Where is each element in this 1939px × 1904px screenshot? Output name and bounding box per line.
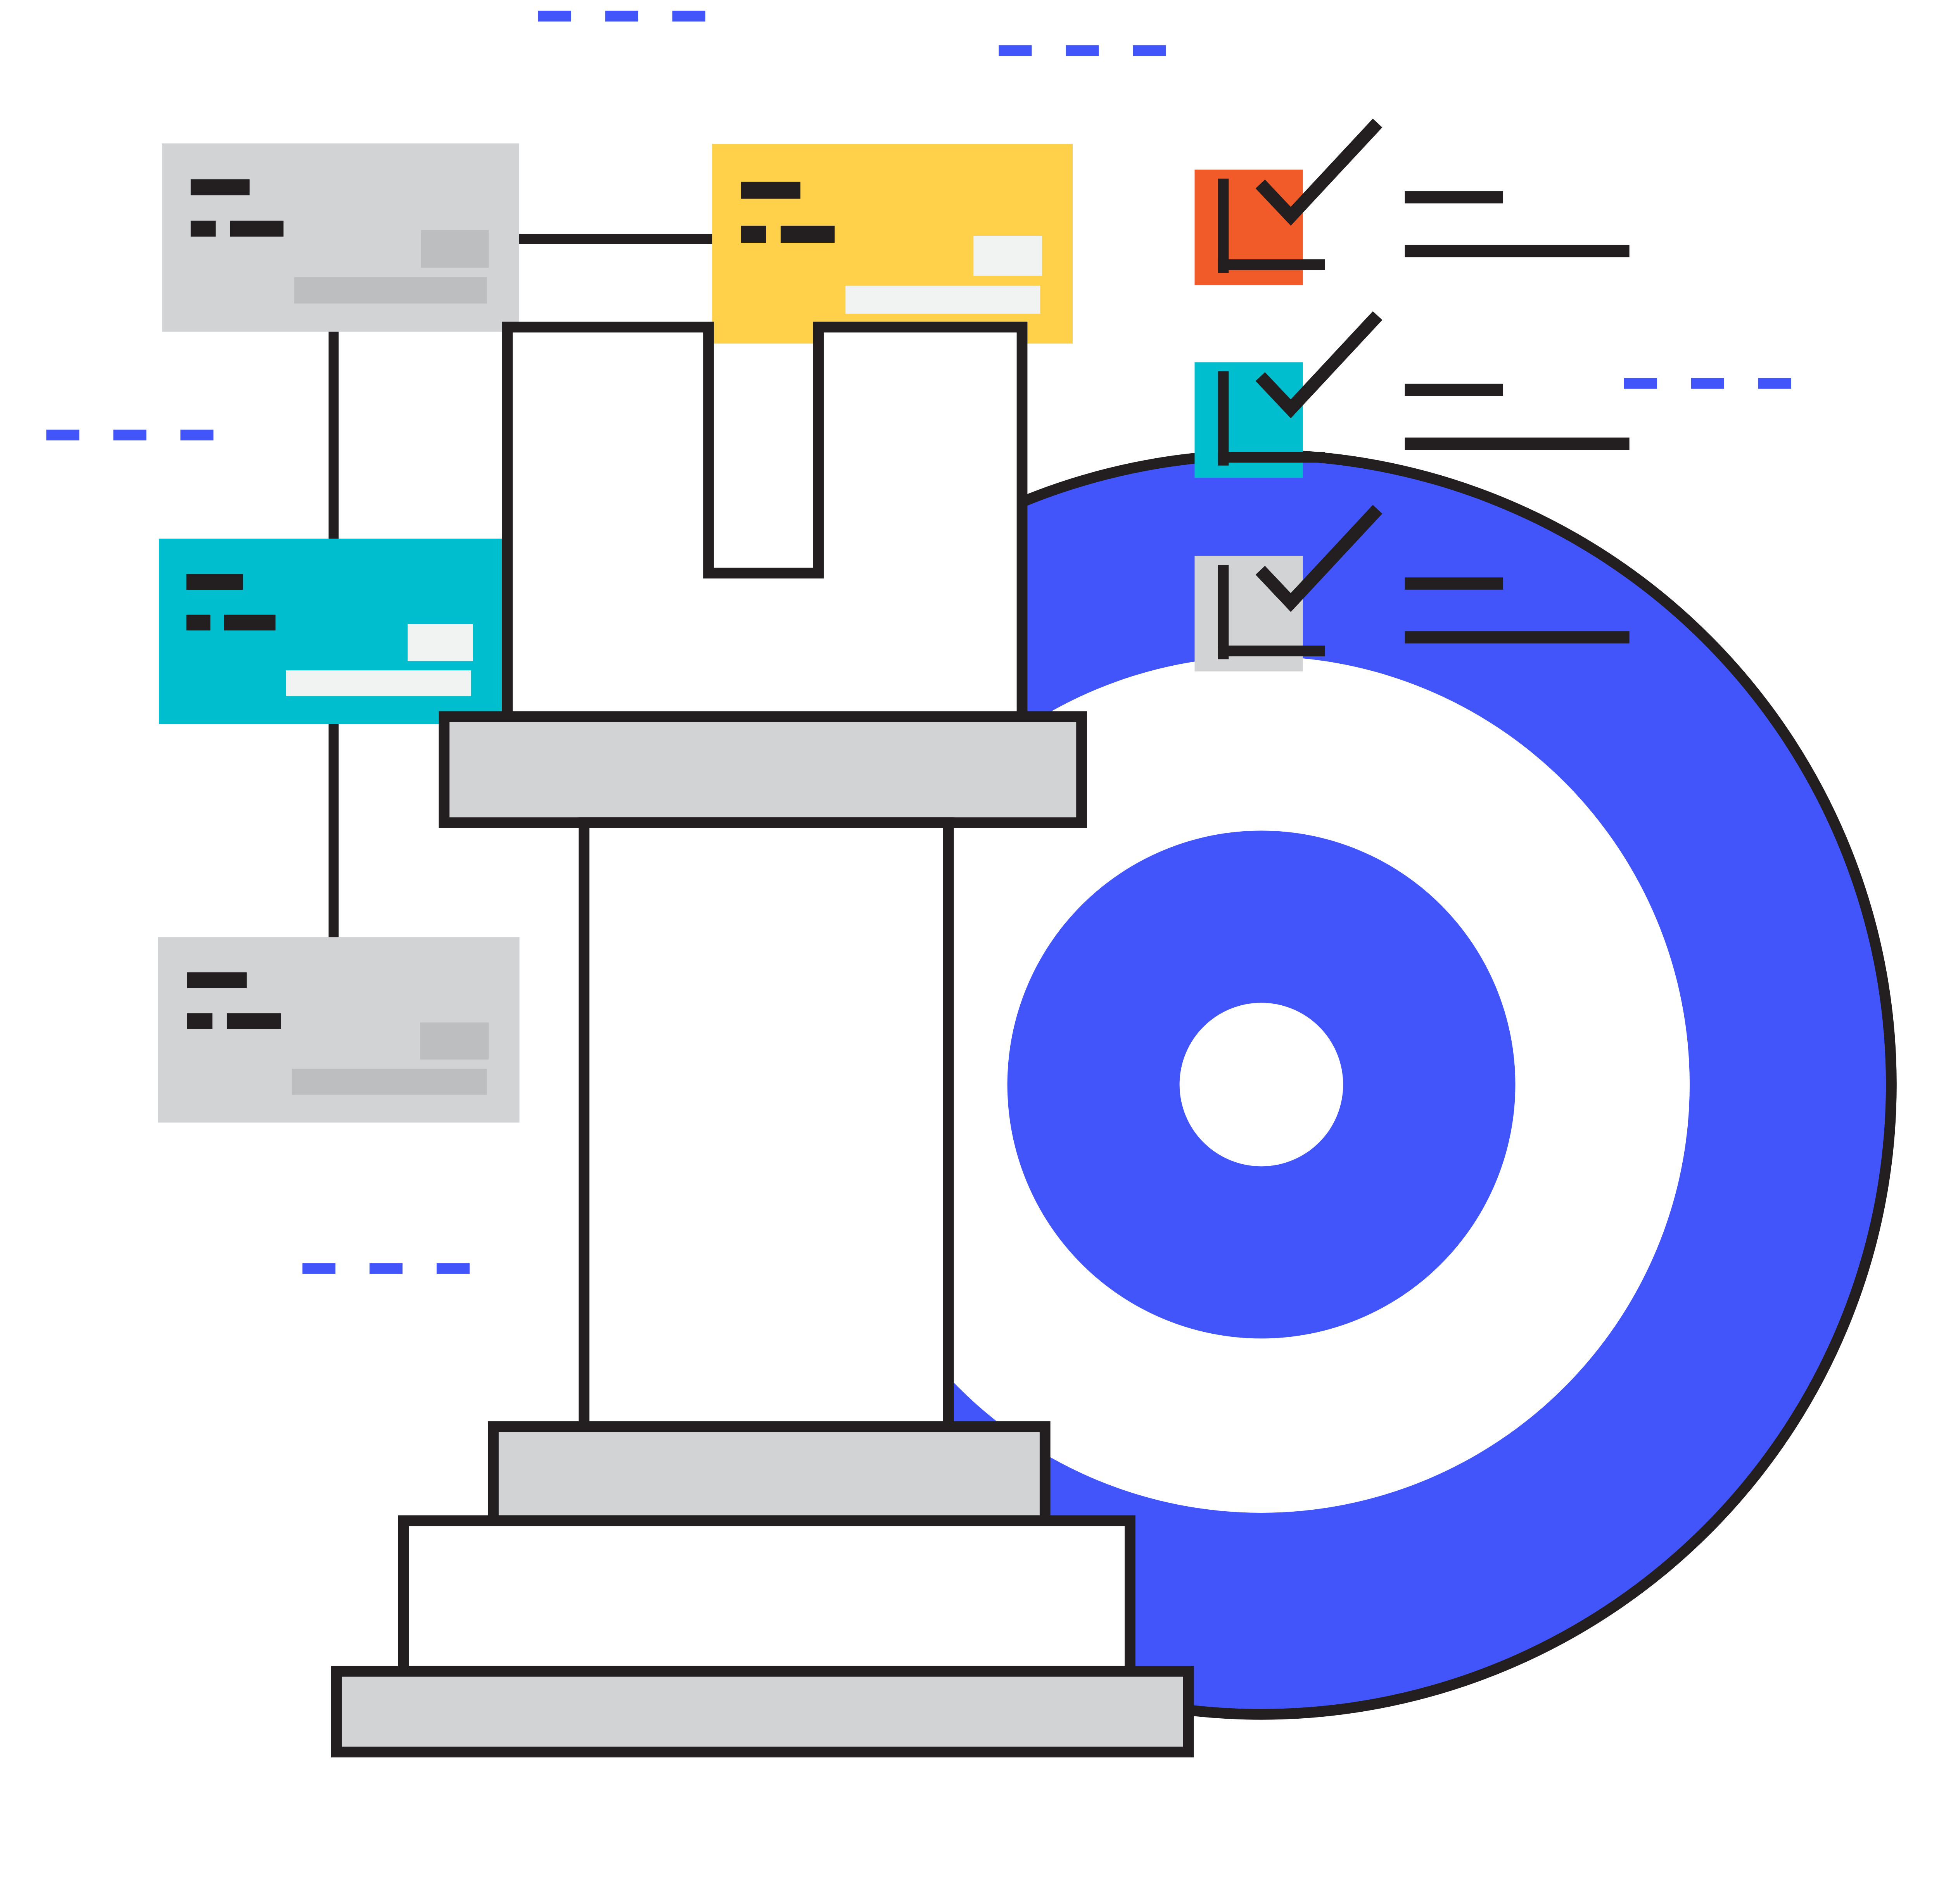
checklist-item-1-bracket-base — [1218, 259, 1325, 270]
checklist-item-1-bracket — [1218, 178, 1229, 273]
illustration-stage — [46, 10, 1897, 1757]
dash-group-right-dash-3 — [1758, 378, 1791, 389]
card-top-left-label-placeholder — [190, 221, 216, 237]
card-yellow-label-placeholder — [741, 226, 766, 243]
dash-group-bottom-left-dash-1 — [302, 1263, 335, 1274]
card-top-left-body-placeholder — [294, 277, 487, 304]
dashed-accent-lines — [46, 10, 1791, 1274]
checklist-item-3-bracket-base — [1218, 646, 1325, 656]
rook-step-lower — [398, 1515, 1135, 1677]
rook-column — [579, 817, 954, 1438]
dash-group-top-right-dash-2 — [1066, 45, 1099, 56]
checklist-item-2-checkmark-icon — [1255, 311, 1383, 418]
card-teal-thumbnail-placeholder — [407, 624, 473, 661]
card-bottom-left-title-placeholder — [187, 972, 247, 988]
checklist-item-1-label-line — [1405, 191, 1504, 204]
card-top-left-thumbnail-placeholder — [421, 230, 489, 268]
dash-group-top-center-dash-3 — [672, 10, 705, 22]
checklist — [1194, 118, 1630, 671]
checklist-item-3-text-line — [1405, 631, 1630, 644]
card-bottom-left-label-placeholder — [187, 1013, 213, 1029]
card-yellow-title-placeholder — [741, 181, 801, 199]
card-bottom-left-thumbnail-placeholder — [420, 1022, 489, 1060]
card-top-left-value-placeholder — [230, 221, 284, 237]
card-teal-label-placeholder — [186, 615, 211, 631]
dash-group-right-dash-1 — [1624, 378, 1657, 389]
dash-group-left-dash-1 — [46, 430, 79, 440]
dash-group-bottom-left-dash-2 — [369, 1263, 403, 1274]
dash-group-top-center-dash-2 — [605, 10, 638, 22]
dash-group-bottom-left-dash-3 — [436, 1263, 470, 1274]
rook-tower — [502, 321, 1028, 727]
rook-base — [331, 1666, 1194, 1757]
dash-group-top-right-dash-3 — [1133, 45, 1166, 56]
placeholder-cards — [158, 143, 1073, 1123]
checklist-item-2-label-line — [1405, 383, 1504, 396]
card-top-left-title-placeholder — [190, 179, 250, 195]
checklist-item-3-checkmark-icon — [1255, 505, 1383, 612]
dash-group-top-right-dash-1 — [999, 45, 1032, 56]
checklist-item-3-bracket — [1218, 564, 1229, 659]
rook-step-upper — [488, 1421, 1051, 1526]
rook-pedestal — [439, 711, 1087, 828]
dash-group-right-dash-2 — [1691, 378, 1724, 389]
card-yellow-value-placeholder — [780, 226, 835, 243]
card-teal-value-placeholder — [224, 615, 276, 631]
chess-rook — [331, 321, 1194, 1757]
checklist-item-2-bracket-base — [1218, 452, 1325, 463]
checklist-item-2-text-line — [1405, 437, 1630, 450]
card-teal-title-placeholder — [186, 574, 243, 590]
checklist-item-2-bracket — [1218, 371, 1229, 466]
target-center-dot — [1179, 1003, 1343, 1167]
card-bottom-left-value-placeholder — [226, 1013, 281, 1029]
strategy-illustration — [46, 10, 1897, 1757]
card-bottom-left-body-placeholder — [292, 1069, 487, 1095]
card-yellow-thumbnail-placeholder — [973, 235, 1042, 276]
checklist-item-3-label-line — [1405, 577, 1504, 590]
dash-group-left-dash-3 — [180, 430, 214, 440]
card-yellow-body-placeholder — [845, 285, 1040, 314]
checklist-item-1-text-line — [1405, 245, 1630, 257]
checklist-item-1-checkmark-icon — [1255, 118, 1383, 226]
card-teal-body-placeholder — [286, 670, 471, 696]
dash-group-top-center-dash-1 — [538, 10, 571, 22]
dash-group-left-dash-2 — [113, 430, 147, 440]
